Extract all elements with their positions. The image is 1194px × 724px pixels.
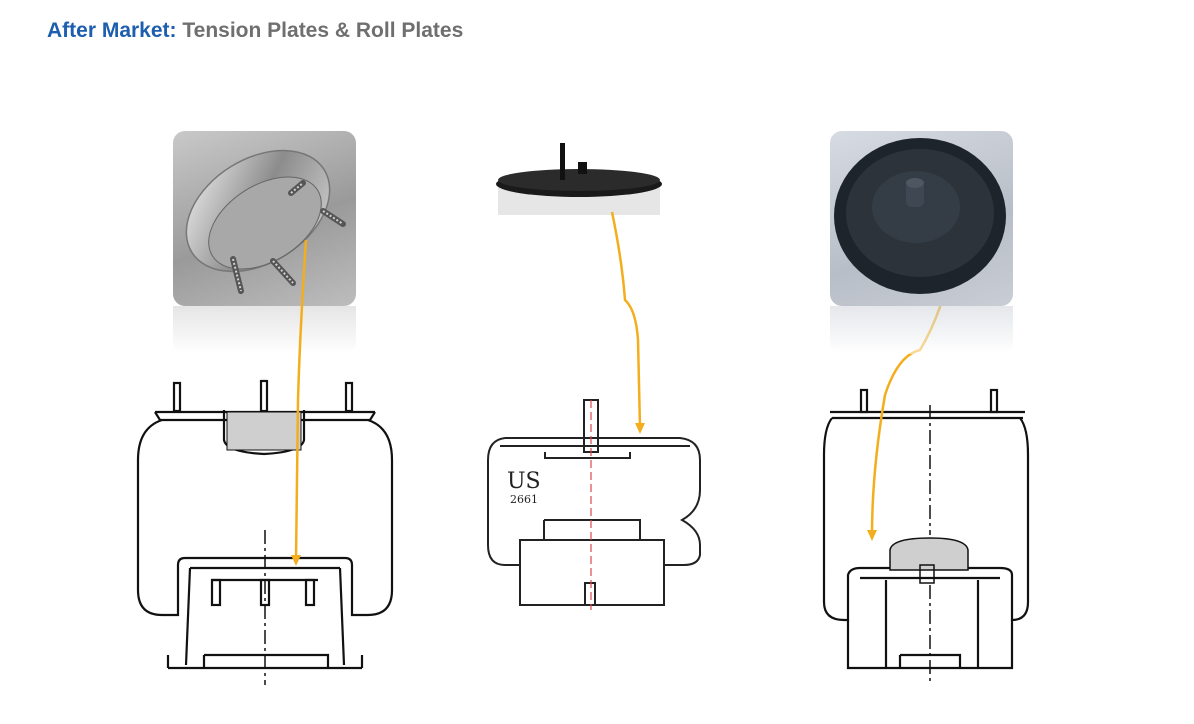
roll-plate-disc-photo: [496, 143, 662, 215]
drawing-label: US 2661: [507, 469, 541, 506]
tension-plate-hatch: [226, 411, 302, 451]
arrowhead-2: [635, 423, 645, 434]
drawing-code: US: [507, 469, 541, 494]
roll-plate-photo: [830, 131, 1013, 306]
arrowhead-1: [291, 555, 301, 566]
title-separator: :: [169, 19, 177, 42]
connector-2: [610, 211, 642, 429]
tension-plate-photo: [173, 131, 356, 306]
arrowheads: [291, 423, 877, 566]
roll-plate-bolt: [919, 564, 935, 584]
roll-plate-reflection: [830, 306, 1013, 354]
tension-plate-reflection: [173, 306, 356, 354]
drawing-number: 2661: [510, 493, 538, 506]
roll-plate-hatch: [889, 537, 969, 571]
title-main: Tension Plates & Roll Plates: [182, 19, 464, 42]
drawing-roll-plate-spring: [822, 388, 1030, 670]
slide-title: After Market: Tension Plates & Roll Plat…: [47, 19, 463, 43]
drawing-tension-plate-spring: [136, 379, 394, 670]
title-prefix: After Market: [47, 19, 170, 42]
steel-plate-icon: [185, 149, 346, 294]
black-roll-plate-icon: [834, 138, 1006, 294]
arrowhead-3: [867, 530, 877, 541]
